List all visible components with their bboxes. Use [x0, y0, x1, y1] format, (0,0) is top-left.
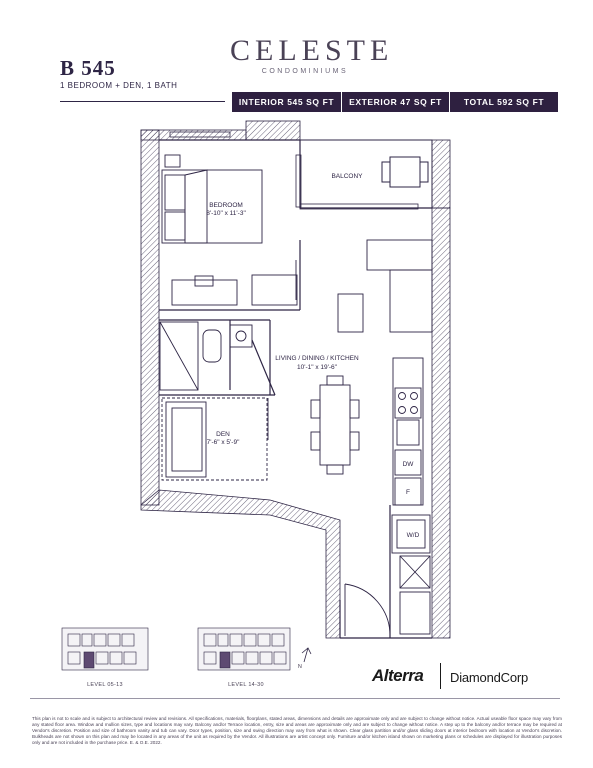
diamondcorp-logo: DiamondCorp	[450, 670, 529, 685]
north-arrow-icon	[301, 647, 312, 663]
washer-dryer-label: W/D	[407, 532, 420, 539]
fridge-label: F	[406, 489, 410, 496]
bedroom-label: BEDROOM	[209, 202, 243, 209]
exterior-walls	[140, 120, 451, 639]
interior-walls	[159, 139, 432, 639]
key-plan-upper	[197, 627, 291, 671]
brand-logo: CELESTE	[230, 34, 394, 67]
key-plan-lower	[61, 627, 149, 671]
footer-divider	[30, 698, 560, 699]
entry-door	[344, 583, 391, 637]
den-size: 7'-6" x 5'-9"	[207, 439, 240, 446]
den-label: DEN	[216, 431, 230, 438]
alterra-logo: Alterra	[372, 666, 424, 685]
living-furniture	[310, 239, 433, 475]
balcony	[299, 139, 433, 209]
logo-divider	[440, 663, 441, 689]
den-furniture	[161, 397, 268, 481]
bedroom-size: 8'-10" x 11'-3"	[206, 210, 246, 217]
living-size: 10'-1" x 19'-6"	[297, 364, 338, 371]
living-label: LIVING / DINING / KITCHEN	[275, 355, 359, 362]
balcony-label: BALCONY	[331, 173, 363, 180]
exterior-area: EXTERIOR 47 SQ FT	[342, 92, 450, 112]
total-area: TOTAL 592 SQ FT	[463, 97, 545, 107]
disclaimer-text: This plan is not to scale and is subject…	[32, 716, 562, 745]
key-plan-upper-label: LEVEL 14-30	[228, 682, 264, 688]
bathroom-fixtures	[159, 321, 253, 391]
interior-area: INTERIOR 545 SQ FT	[232, 92, 342, 112]
key-plan-lower-label: LEVEL 05-13	[87, 682, 123, 688]
windows	[169, 131, 419, 210]
dishwasher-label: DW	[403, 461, 415, 468]
north-label: N	[298, 664, 302, 670]
unit-code: B 545	[60, 56, 116, 80]
header-divider	[60, 101, 225, 102]
floor-plan: BALCONY BEDROOM 8'-10" x 11'-3" DEN 7'-6…	[61, 120, 451, 688]
bedroom-door	[267, 245, 301, 440]
unit-description: 1 BEDROOM + DEN, 1 BATH	[60, 81, 178, 90]
bedroom-furniture	[161, 154, 298, 306]
brand-subtitle: CONDOMINIUMS	[261, 68, 349, 75]
kitchen-counter	[392, 357, 424, 506]
laundry-closet	[391, 514, 431, 635]
area-summary-bar: INTERIOR 545 SQ FT EXTERIOR 47 SQ FT TOT…	[232, 92, 558, 112]
